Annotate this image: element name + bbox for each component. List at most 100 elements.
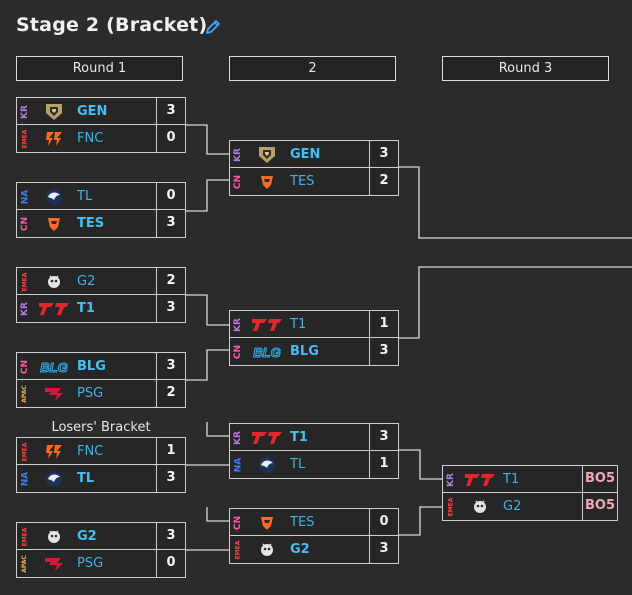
region-label: CN	[20, 216, 31, 232]
team-row[interactable]: EMEA G2 BO5	[442, 493, 618, 521]
team-score: 3	[156, 97, 186, 125]
t1-logo-icon	[37, 299, 71, 319]
team-row[interactable]: CN BLG BLG 3	[229, 338, 399, 366]
team-name: GEN	[77, 104, 108, 119]
team-row[interactable]: NA TL 3	[16, 465, 186, 493]
team-score: 1	[369, 310, 399, 338]
match-l2m2[interactable]: CN TES 0 EMEA G2 3	[229, 508, 399, 564]
team-name: G2	[503, 499, 522, 514]
team-cell: APAC PSG	[16, 380, 157, 408]
team-score: 2	[156, 380, 186, 408]
match-r2m2[interactable]: KR T1 1 CN BLG BLG 3	[229, 310, 399, 366]
tl-logo-icon	[250, 455, 284, 475]
team-name: BLG	[77, 359, 106, 374]
region-tag: EMEA	[233, 538, 243, 562]
team-name: TL	[77, 471, 95, 486]
team-cell: KR T1	[229, 423, 370, 451]
region-tag: CN	[233, 511, 243, 535]
team-row[interactable]: KR GEN 3	[229, 140, 399, 168]
team-score: 3	[156, 295, 186, 323]
team-cell: CN TES	[16, 210, 157, 238]
match-l3m1[interactable]: KR T1 BO5 EMEA G2 BO5	[442, 465, 618, 521]
team-row[interactable]: KR GEN 3	[16, 97, 186, 125]
tes-logo-icon	[250, 172, 284, 192]
team-score: BO5	[582, 493, 618, 521]
region-tag: KR	[233, 313, 243, 337]
team-cell: NA TL	[16, 465, 157, 493]
team-row[interactable]: EMEA G2 2	[16, 267, 186, 295]
region-label: CN	[233, 344, 244, 360]
team-name: PSG	[77, 386, 104, 401]
team-name: TES	[77, 216, 105, 231]
region-tag: APAC	[20, 552, 30, 576]
team-score: 1	[369, 451, 399, 479]
team-row[interactable]: APAC PSG 0	[16, 550, 186, 578]
team-cell: EMEA FNC	[16, 125, 157, 153]
g2-logo-icon	[37, 527, 71, 547]
team-cell: EMEA G2	[16, 522, 157, 550]
region-tag: KR	[20, 100, 30, 124]
team-cell: EMEA G2	[442, 493, 583, 521]
team-cell: NA TL	[16, 182, 157, 210]
tes-logo-icon	[250, 513, 284, 533]
team-row[interactable]: CN TES 0	[229, 508, 399, 536]
t1-logo-icon	[250, 315, 284, 335]
match-r2m1[interactable]: KR GEN 3 CN TES 2	[229, 140, 399, 196]
region-tag: KR	[233, 143, 243, 167]
team-row[interactable]: EMEA G2 3	[16, 522, 186, 550]
team-cell: CN TES	[229, 168, 370, 196]
team-row[interactable]: CN TES 2	[229, 168, 399, 196]
match-l1m2[interactable]: EMEA G2 3 APAC PSG 0	[16, 522, 186, 578]
region-label: CN	[20, 359, 31, 375]
t1-logo-icon	[463, 470, 497, 490]
region-label: APAC	[21, 385, 29, 403]
team-cell: EMEA FNC	[16, 437, 157, 465]
match-l1m1[interactable]: EMEA FNC 1 NA TL 3	[16, 437, 186, 493]
blg-logo-icon: BLG	[250, 342, 284, 362]
team-cell: EMEA G2	[229, 536, 370, 564]
region-tag: NA	[20, 467, 30, 491]
team-row[interactable]: EMEA FNC 1	[16, 437, 186, 465]
t1-logo-icon	[250, 428, 284, 448]
blg-logo-icon: BLG	[37, 357, 71, 377]
team-row[interactable]: CN TES 3	[16, 210, 186, 238]
team-row[interactable]: NA TL 0	[16, 182, 186, 210]
team-score: 0	[156, 125, 186, 153]
team-row[interactable]: APAC PSG 2	[16, 380, 186, 408]
region-label: CN	[233, 174, 244, 190]
match-l2m1[interactable]: KR T1 3 NA TL 1	[229, 423, 399, 479]
team-name: TES	[290, 174, 315, 189]
match-r1m3[interactable]: EMEA G2 2 KR T1 3	[16, 267, 186, 323]
team-score: 1	[156, 437, 186, 465]
team-row[interactable]: KR T1 3	[16, 295, 186, 323]
team-row[interactable]: KR T1 BO5	[442, 465, 618, 493]
region-label: EMEA	[21, 527, 28, 547]
team-name: T1	[503, 472, 520, 487]
svg-text:BLG: BLG	[253, 345, 280, 360]
team-row[interactable]: KR T1 3	[229, 423, 399, 451]
team-name: G2	[77, 274, 96, 289]
match-r1m1[interactable]: KR GEN 3 EMEA FNC 0	[16, 97, 186, 153]
team-row[interactable]: NA TL 1	[229, 451, 399, 479]
region-label: KR	[233, 431, 243, 445]
region-label: KR	[233, 318, 243, 332]
team-score: 3	[156, 352, 186, 380]
svg-text:BLG: BLG	[40, 360, 67, 375]
team-name: FNC	[77, 131, 104, 146]
team-score: 2	[156, 267, 186, 295]
team-name: G2	[290, 542, 310, 557]
region-label: KR	[233, 148, 243, 162]
team-cell: CN BLG BLG	[229, 338, 370, 366]
match-r1m4[interactable]: CN BLG BLG 3 APAC PSG 2	[16, 352, 186, 408]
team-row[interactable]: CN BLG BLG 3	[16, 352, 186, 380]
team-row[interactable]: KR T1 1	[229, 310, 399, 338]
team-row[interactable]: EMEA FNC 0	[16, 125, 186, 153]
team-row[interactable]: EMEA G2 3	[229, 536, 399, 564]
region-label: NA	[233, 457, 243, 473]
match-r1m2[interactable]: NA TL 0 CN TES 3	[16, 182, 186, 238]
region-label: EMEA	[21, 442, 28, 462]
gen-logo-icon	[250, 145, 284, 165]
pencil-icon[interactable]	[204, 18, 222, 36]
team-name: TES	[290, 515, 315, 530]
team-score: 3	[156, 210, 186, 238]
